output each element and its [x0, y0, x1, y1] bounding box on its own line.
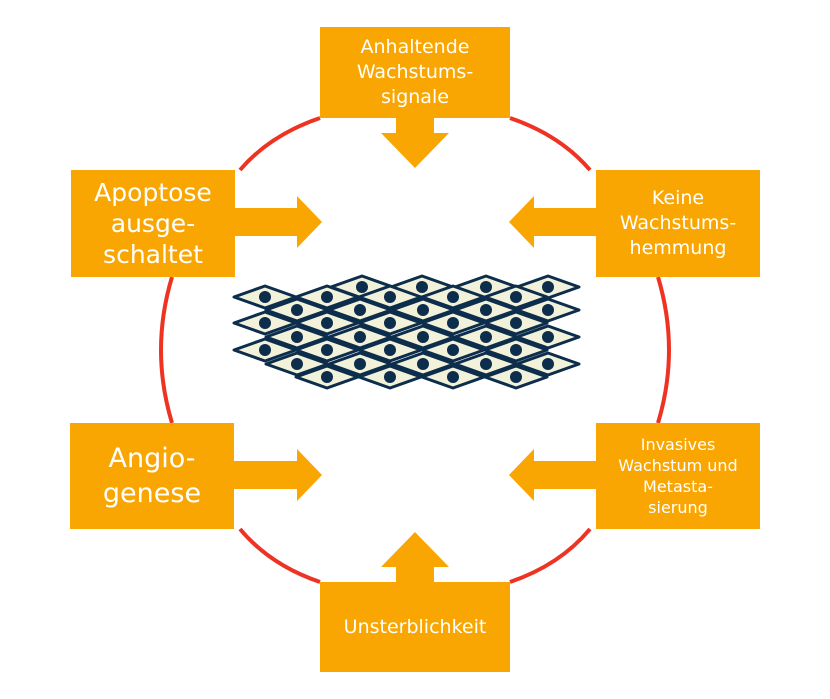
- hallmark-box-top-left: Apoptose ausge- schaltet: [71, 170, 235, 277]
- cell: [483, 364, 549, 390]
- ring-arc-top-right: [509, 116, 592, 172]
- cell: [294, 337, 360, 363]
- tumor-cell-cluster-icon: [232, 274, 581, 390]
- cell: [232, 310, 298, 336]
- outer-ring: [159, 116, 671, 584]
- cell: [390, 324, 456, 350]
- ring-arc-top-left: [238, 116, 321, 172]
- cell: [232, 284, 298, 310]
- hallmark-box-bottom: Unsterblichkeit: [320, 582, 510, 672]
- ring-arc-bottom-left: [238, 527, 321, 584]
- cell: [232, 337, 298, 363]
- arrow-left-icon: [509, 449, 596, 501]
- ring-arc-bottom-right: [509, 527, 592, 584]
- cell: [453, 351, 519, 377]
- ring-arc-left: [159, 276, 174, 424]
- hallmark-box-bottom-left: Angio- genese: [70, 423, 234, 529]
- cell: [515, 324, 581, 350]
- hallmark-box-top: Anhaltende Wachstums- signale: [320, 27, 510, 118]
- cell: [483, 284, 549, 310]
- cell: [515, 297, 581, 323]
- arrow-left-icon: [509, 196, 596, 248]
- hallmark-box-bottom-right: Invasives Wachstum und Metasta- sierung: [596, 423, 760, 529]
- cell: [515, 351, 581, 377]
- cell: [264, 297, 330, 323]
- arrows: [234, 118, 596, 582]
- ring-arc-right: [656, 276, 671, 424]
- cell: [483, 337, 549, 363]
- cell: [483, 310, 549, 336]
- hallmark-box-top-right: Keine Wachstums- hemmung: [596, 170, 760, 277]
- arrow-right-icon: [234, 449, 322, 501]
- cell: [390, 351, 456, 377]
- cell: [357, 310, 423, 336]
- arrow-up-icon: [381, 532, 449, 582]
- arrow-down-icon: [381, 118, 449, 168]
- arrow-right-icon: [235, 196, 322, 248]
- cell: [294, 364, 360, 390]
